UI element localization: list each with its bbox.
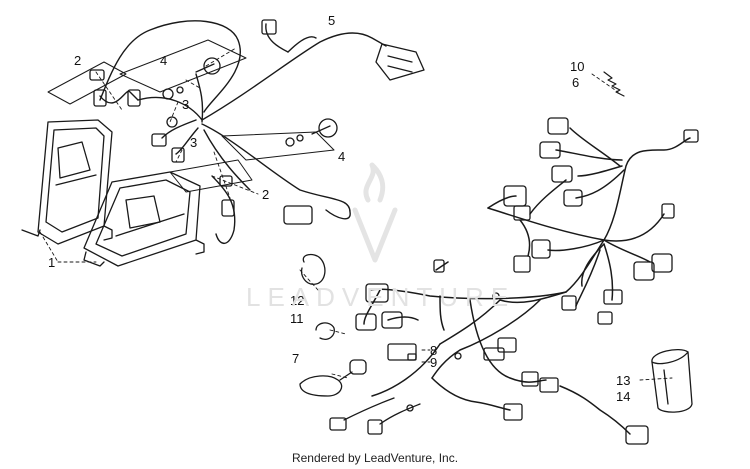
callout-7: 7 [292,351,300,366]
clamp-ring-small [315,322,335,340]
rubber-boot [299,359,367,397]
callout-2-top: 2 [74,53,82,68]
callout-12: 12 [290,293,305,308]
part-panels [47,39,335,193]
coil-spring [603,71,625,97]
main-connector [375,43,425,81]
callout-1: 1 [48,255,56,270]
callout-3-lower: 3 [190,135,198,150]
callout-14: 14 [616,389,631,404]
callout-3-top: 3 [182,97,190,112]
clamp-ring-large [300,253,326,285]
callout-4-lower: 4 [338,149,346,164]
callout-8: 8 [430,343,438,358]
bulb-socket-parts [89,19,338,225]
harness-connectors [329,117,699,445]
watermark-logo [352,162,398,263]
callout-10: 10 [570,59,585,74]
watermark-text: LEADVENTURE [246,282,516,312]
footer-credit: Rendered by LeadVenture, Inc. [291,451,459,465]
headlight-harness [99,20,387,244]
callout-13: 13 [616,373,631,388]
headlight-right [83,171,205,267]
callout-2-lower: 2 [262,187,270,202]
callout-9: 9 [430,355,438,370]
callout-5: 5 [328,13,336,28]
protective-sleeve [651,348,693,413]
callout-4-top: 4 [160,53,168,68]
callout-6: 6 [572,75,580,90]
main-harness [363,127,691,435]
callout-11: 11 [290,311,304,326]
headlight-left [21,119,113,245]
